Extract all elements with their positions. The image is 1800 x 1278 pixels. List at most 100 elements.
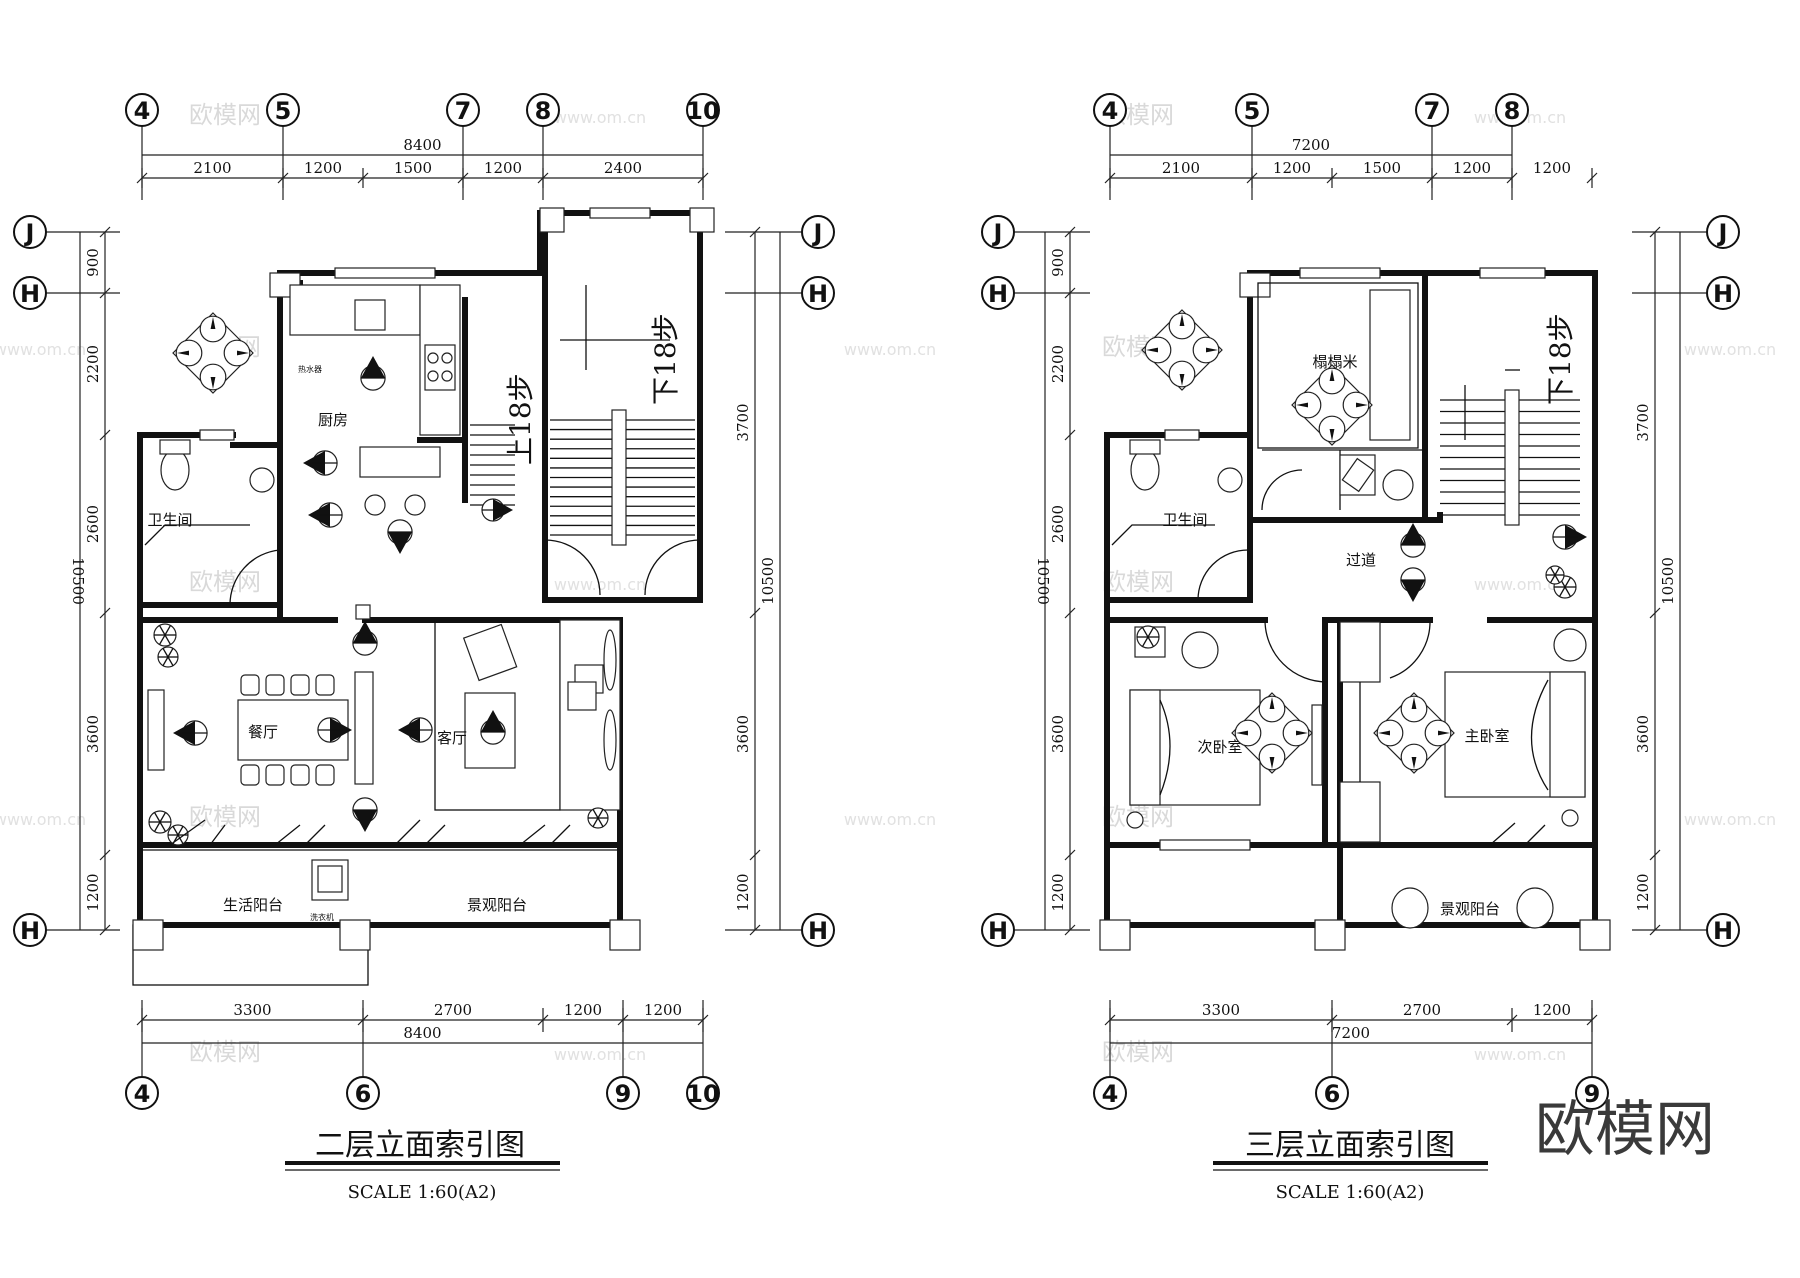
axis-label: 4	[134, 97, 151, 125]
plant-leaf	[1564, 577, 1572, 588]
bottom-dimension: 2700	[1403, 1001, 1441, 1019]
stair-label-down-3f: 下18步	[1544, 313, 1577, 405]
axis-bubble	[1706, 276, 1740, 310]
dim-tick	[99, 849, 111, 861]
elevation-index-single	[317, 717, 352, 743]
index-arrow	[1179, 314, 1185, 326]
elevation-index-single	[360, 356, 386, 391]
axis-bubble	[1315, 1076, 1349, 1110]
dining-chair	[240, 764, 260, 786]
top-dimension: 2400	[604, 159, 642, 177]
room-label-corridor: 过道	[1346, 551, 1376, 569]
axis-label: H	[808, 280, 828, 308]
plant-leaf	[177, 826, 184, 836]
watermark-site: www.om.cn	[844, 810, 936, 829]
axis-label: 7	[1424, 97, 1441, 125]
index-arrow	[1236, 730, 1248, 736]
top-dimension: 2100	[193, 159, 231, 177]
index-arrow	[1400, 580, 1426, 602]
left-dimension: 900	[1049, 248, 1067, 277]
stair-label-up: 上18步	[504, 373, 537, 465]
index-arrow	[1438, 730, 1450, 736]
index-arrow	[1378, 730, 1390, 736]
watermark-layer: 欧模网欧模网欧模网欧模网欧模网欧模网欧模网欧模网欧模网欧模网www.om.cnw…	[0, 101, 1776, 1066]
stair-handrail	[1504, 389, 1520, 526]
room-label-tatami: 榻榻米	[1312, 353, 1357, 371]
room-label-bathroom-3f: 卫生间	[1162, 511, 1207, 529]
elevation-index-single	[398, 717, 433, 743]
index-arrow	[1411, 697, 1417, 709]
second-floor-staircase	[470, 285, 695, 546]
plant-leaf	[1554, 566, 1561, 576]
index-arrow	[1356, 402, 1368, 408]
right-dimension: 1200	[1634, 873, 1652, 911]
stair-label-down: 下18步	[649, 313, 682, 405]
index-diamond	[1373, 692, 1455, 774]
plant-leaf	[1147, 627, 1155, 638]
elevation-index-single	[1400, 567, 1426, 602]
top-dimension: 1200	[484, 159, 522, 177]
axis-label: 8	[1504, 97, 1521, 125]
plan-scale-second-floor: SCALE 1:60(A2)	[348, 1182, 497, 1203]
room-label-master-bedroom: 主卧室	[1464, 727, 1509, 745]
index-arrow	[1206, 347, 1218, 353]
dining-chair	[265, 674, 285, 696]
fixture-label-washing-machine: 洗衣机	[310, 912, 334, 922]
axis-label: 5	[1244, 97, 1261, 125]
axis-label: H	[20, 280, 40, 308]
axis-bubble	[606, 1076, 640, 1110]
plant-leaf	[1558, 586, 1566, 597]
dining-chair	[315, 674, 335, 696]
dining-chair	[240, 674, 260, 696]
axis-label: 6	[355, 1080, 372, 1108]
watermark-site: www.om.cn	[554, 108, 646, 127]
watermark-site: www.om.cn	[1684, 340, 1776, 359]
plant-leaf	[167, 648, 174, 658]
axis-bubble	[1093, 1076, 1127, 1110]
top-dimension: 1200	[304, 159, 342, 177]
axis-bubble	[125, 93, 159, 127]
right-dimension: 1200	[734, 873, 752, 911]
index-arrow	[177, 350, 189, 356]
left-dimension: 2200	[1049, 345, 1067, 383]
dim-tick	[749, 849, 761, 861]
index-diamond	[1291, 364, 1373, 446]
left-dimension: 2200	[84, 345, 102, 383]
axis-bubble	[686, 1076, 720, 1110]
watermark-text: 欧模网	[189, 568, 261, 596]
plant-leaf	[1549, 566, 1556, 576]
brand-watermark: 欧模网	[1535, 1095, 1715, 1165]
room-label-living: 客厅	[437, 729, 467, 747]
index-arrow	[1329, 369, 1335, 381]
axis-label: 10	[686, 97, 719, 125]
elevation-index-single	[387, 519, 413, 554]
axis-label: J	[24, 219, 35, 247]
left-total-dimension: 10500	[69, 557, 87, 605]
left-dimension: 1200	[84, 873, 102, 911]
index-arrow	[1179, 374, 1185, 386]
axis-label: 10	[686, 1080, 719, 1108]
bottom-total-dimension: 7200	[1332, 1024, 1370, 1042]
dim-tick	[1064, 429, 1076, 441]
index-arrow	[1296, 402, 1308, 408]
dining-chair	[290, 674, 310, 696]
room-label-kitchen: 厨房	[318, 411, 348, 429]
index-arrow	[210, 317, 216, 329]
dim-tick	[99, 607, 111, 619]
plant-leaf	[158, 634, 166, 645]
elevation-index-single	[303, 450, 338, 476]
watermark-text: 欧模网	[1102, 1038, 1174, 1066]
bottom-dimension: 1200	[644, 1001, 682, 1019]
elevation-index-single	[1552, 524, 1587, 550]
axis-bubble	[981, 215, 1015, 249]
third-floor-walls	[1099, 270, 1611, 951]
top-dimension: 1200	[1453, 159, 1491, 177]
axis-bubble	[801, 276, 835, 310]
plant-leaf	[597, 809, 604, 819]
left-dimension: 1200	[1049, 873, 1067, 911]
plant-leaf	[172, 826, 179, 836]
index-arrow	[1411, 757, 1417, 769]
